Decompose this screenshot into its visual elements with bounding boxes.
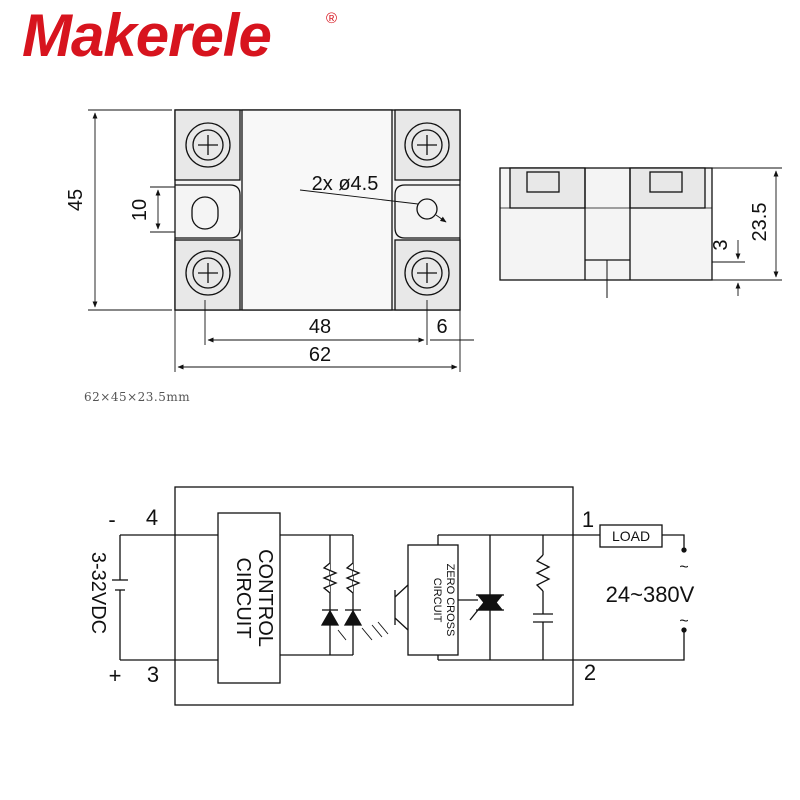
screw-icon	[404, 250, 450, 296]
pin-plus-label: +	[109, 663, 122, 688]
dim-width-62: 62	[309, 344, 331, 366]
dim-hole-diameter: 2x ø4.5	[312, 173, 379, 195]
zero-cross-line1: ZERO CROSS	[444, 564, 456, 637]
schematic	[112, 486, 687, 706]
mount-hole	[416, 198, 438, 220]
center-label-area	[241, 109, 393, 311]
screw-icon	[404, 122, 450, 168]
top-view-dimensions	[88, 109, 474, 372]
load-box	[599, 524, 663, 548]
output-voltage-label: 24~380V	[606, 582, 695, 607]
pin-minus-label: -	[108, 507, 115, 532]
mount-slot	[191, 196, 219, 230]
control-circuit-block	[217, 512, 281, 684]
zero-cross-line2: CIRCUIT	[431, 578, 443, 623]
screw-icon	[185, 122, 231, 168]
pin-2-label: 2	[584, 660, 596, 685]
screw-icon	[185, 250, 231, 296]
side-screw-head-left	[526, 171, 560, 193]
led-icon	[343, 609, 363, 626]
load-label: LOAD	[612, 528, 650, 544]
side-terminal-right	[629, 167, 706, 209]
mount-tab-left	[175, 184, 241, 239]
size-note: 62×45×23.5mm	[84, 390, 191, 404]
ac-tilde-top: ~	[679, 559, 688, 576]
side-view	[499, 167, 713, 298]
brand-logo: Makerele	[22, 2, 272, 69]
pin-3-label: 3	[147, 662, 159, 687]
control-circuit-line2: CIRCUIT	[232, 557, 254, 638]
led-icon	[320, 609, 340, 626]
resistor-icon	[345, 562, 361, 594]
dim-edge-6: 6	[436, 316, 447, 338]
dim-height-45: 45	[65, 189, 87, 211]
dim-pitch-48: 48	[309, 316, 331, 338]
dim-side-base: 3	[710, 239, 732, 250]
input-voltage-label: 3-32VDC	[87, 552, 109, 634]
pin-1-label: 1	[582, 507, 594, 532]
top-view	[174, 109, 461, 311]
ssr-enclosure	[174, 486, 574, 706]
resistor-icon	[535, 554, 551, 592]
side-terminal-left	[509, 167, 586, 209]
side-view-dimensions	[712, 167, 782, 296]
control-circuit-line1: CONTROL	[254, 549, 276, 647]
pin-4-label: 4	[146, 505, 158, 530]
resistor-icon	[322, 562, 338, 594]
mount-tab-right	[394, 184, 460, 239]
dim-slot-10: 10	[129, 199, 151, 221]
side-screw-head-right	[649, 171, 683, 193]
registered-mark: ®	[326, 10, 338, 27]
ac-tilde-bottom: ~	[679, 613, 688, 630]
dim-side-height: 23.5	[749, 203, 771, 242]
